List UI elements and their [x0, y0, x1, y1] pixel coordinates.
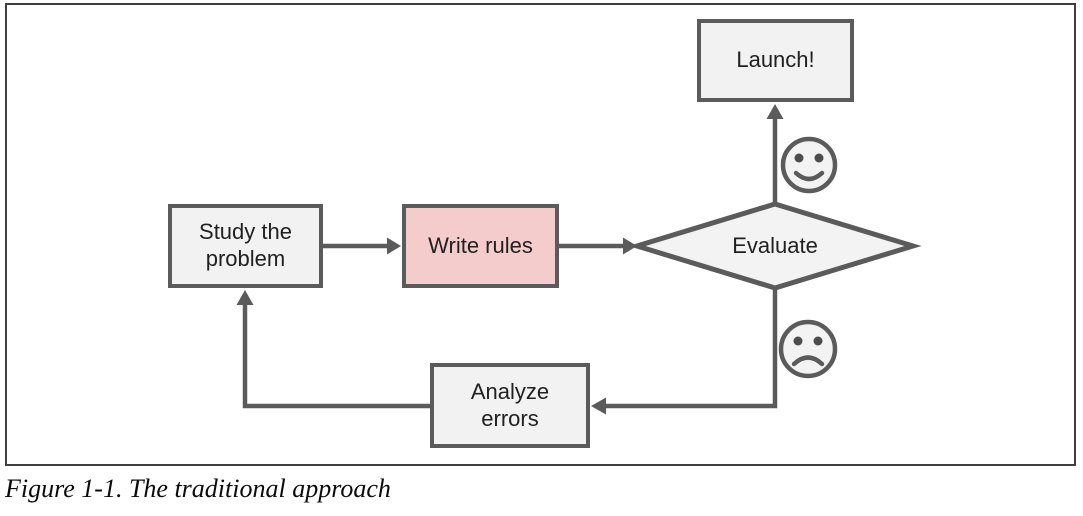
node-study-the-problem: Study the problem — [168, 204, 323, 288]
happy-face-outline — [780, 136, 838, 194]
connector-evaluate-to-analyze — [606, 288, 778, 409]
arrowhead-right-icon — [387, 237, 401, 255]
node-write-rules: Write rules — [402, 204, 559, 288]
happy-face-smile — [793, 170, 825, 182]
arrowhead-up-icon — [766, 104, 784, 119]
connector-analyze-to-study — [242, 305, 430, 409]
evaluate-diamond — [628, 201, 922, 291]
sad-face-left-eye — [793, 336, 803, 346]
happy-face-right-eye — [814, 153, 824, 163]
figure-caption: Figure 1-1. The traditional approach — [5, 474, 391, 503]
sad-face-icon — [778, 319, 838, 379]
sad-face-outline — [778, 319, 838, 379]
node-launch: Launch! — [697, 19, 854, 102]
happy-face-icon — [780, 136, 838, 194]
arrowhead-left-icon — [591, 397, 606, 415]
sad-face-right-eye — [813, 336, 823, 346]
happy-face-left-eye — [794, 153, 804, 163]
arrowhead-up-icon — [236, 290, 254, 305]
node-analyze-errors: Analyze errors — [430, 363, 590, 448]
sad-face-frown — [791, 355, 825, 367]
